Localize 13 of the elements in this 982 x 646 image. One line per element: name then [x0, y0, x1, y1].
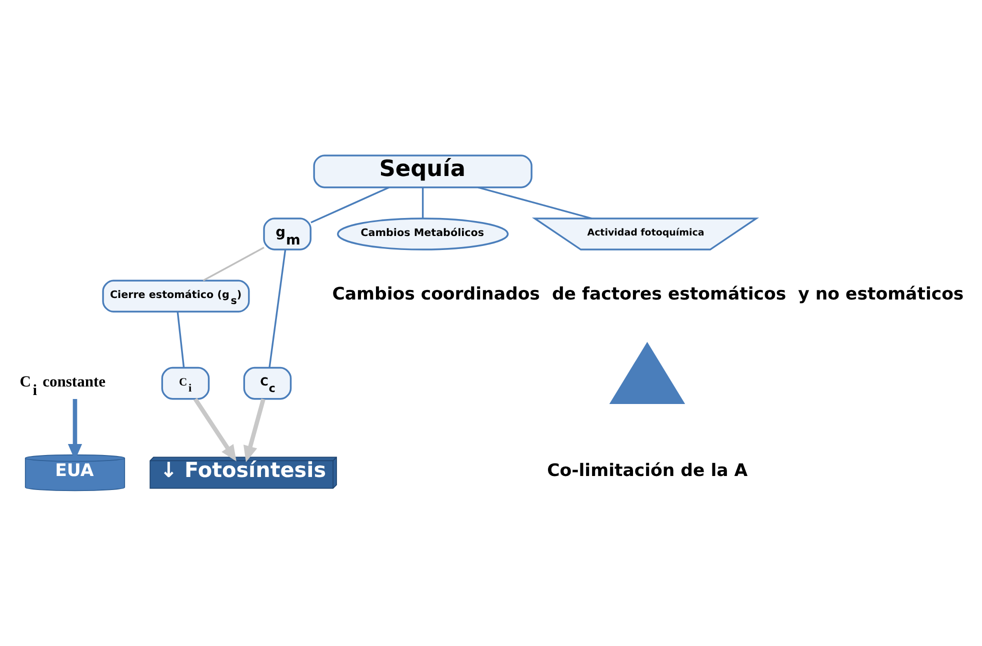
node-ellipse: Cambios Metabólicos: [336, 218, 509, 250]
node-box: Sequía: [313, 154, 532, 188]
node-triangle: [609, 342, 686, 404]
connector: [202, 246, 264, 282]
arrow: [243, 398, 266, 462]
connector: [268, 249, 286, 368]
connector: [310, 186, 390, 224]
connector: [478, 186, 592, 220]
label: Cambios coordinados de factores estomáticos y no estomáticos: [332, 284, 964, 305]
connector: [176, 312, 185, 368]
connector: [422, 188, 424, 218]
arrow: [193, 398, 236, 462]
label: Co-limitación de la A: [547, 461, 748, 482]
